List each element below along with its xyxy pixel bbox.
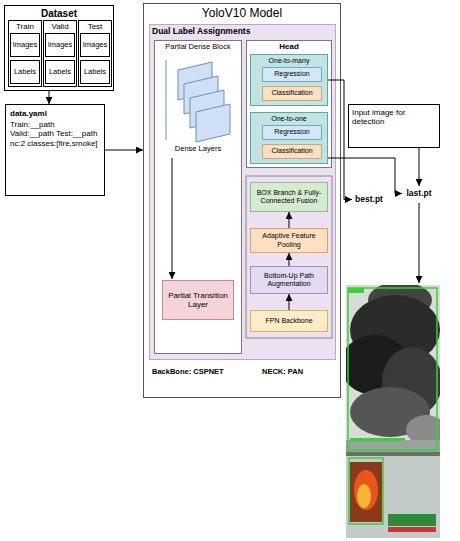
node-title: Regression	[264, 70, 320, 78]
config-file-box: data.yamlTrain:__path Valid:__path Test:…	[5, 104, 105, 196]
input-box: Input image for detection	[348, 104, 440, 148]
labels-box: Labels	[10, 60, 40, 84]
classification-box: Classification	[262, 86, 322, 101]
split-column: TestImagesLabels	[78, 20, 112, 87]
node-title: Labels	[82, 68, 108, 77]
regression-box: Regression	[262, 125, 322, 140]
node-title: Train	[10, 22, 40, 31]
transition-box: Partial Transition Layer	[162, 280, 234, 320]
node-title: Bottom-Up Path Augmentation	[253, 272, 325, 288]
flow-arrow	[419, 148, 420, 186]
node-title: last.pt	[403, 189, 435, 199]
pooling-box: Adaptive Feature Pooling	[250, 228, 328, 253]
node-title: Classification	[264, 147, 320, 155]
flow-arrow	[289, 212, 290, 228]
flow-arrow	[172, 158, 173, 279]
node-title: One-to-one	[253, 115, 325, 123]
images-box: Images	[45, 33, 75, 57]
flow-arrow	[49, 91, 50, 104]
node-title: Input image for detection	[352, 108, 436, 126]
weights-file: best.pt	[352, 192, 386, 207]
augmentation-box: Bottom-Up Path Augmentation	[250, 266, 328, 294]
node-title: Dataset	[7, 8, 111, 20]
model-panel: YoloV10 ModelDual Label AssignmentsParti…	[143, 3, 341, 398]
detection-photo	[346, 285, 440, 538]
assignment-panel: Dual Label AssignmentsPartial Dense Bloc…	[149, 24, 336, 360]
split-column: TrainImagesLabels	[8, 20, 42, 87]
node-title: YoloV10 Model	[147, 7, 337, 21]
node-title: Labels	[47, 68, 73, 77]
node-title: best.pt	[353, 195, 385, 205]
node-title: One-to-many	[253, 57, 325, 65]
node-title: Test	[80, 22, 110, 31]
node-title: Dual Label Assignments	[152, 27, 333, 37]
dataset-box: DatasetTrainImagesLabelsValidImagesLabel…	[4, 5, 114, 91]
node-title: Images	[82, 41, 108, 50]
node-title: Partial Dense Block	[157, 43, 239, 52]
section-label: BackBone: CSPNET	[152, 368, 224, 377]
node-title: Images	[12, 41, 38, 50]
node-title: Adaptive Feature Pooling	[253, 232, 325, 248]
fpn-box: FPN Backbone	[250, 310, 328, 332]
node-body: Dense Layers	[157, 145, 239, 154]
flow-arrow	[289, 294, 290, 310]
images-box: Images	[80, 33, 110, 57]
labels-box: Labels	[80, 60, 110, 84]
node-title: Images	[47, 41, 73, 50]
node-title: BOX Branch & Fully-Connected Fusion	[253, 189, 325, 205]
labels-box: Labels	[45, 60, 75, 84]
node-title: Labels	[12, 68, 38, 77]
flow-arrow	[105, 150, 143, 151]
node-title: FPN Backbone	[253, 317, 325, 325]
output-arrow	[419, 203, 420, 283]
fusion-box: BOX Branch & Fully-Connected Fusion	[250, 182, 328, 212]
flow-arrow	[289, 253, 290, 266]
node-title: Classification	[264, 89, 320, 97]
node-body: Train:__path Valid:__path Test:__path nc…	[10, 120, 100, 148]
node-title: Regression	[264, 128, 320, 136]
section-label: NECK: PAN	[262, 368, 303, 377]
node-title: Partial Transition Layer	[165, 291, 231, 309]
weights-file: last.pt	[402, 186, 436, 201]
one-to-many-box: One-to-manyRegressionClassification	[250, 54, 328, 106]
node-title: Valid	[45, 22, 75, 31]
node-title: data.yaml	[10, 109, 100, 118]
node-title: Head	[248, 42, 330, 51]
regression-box: Regression	[262, 67, 322, 82]
head-box: HeadOne-to-manyRegressionClassificationO…	[246, 40, 332, 168]
images-box: Images	[10, 33, 40, 57]
one-to-one-box: One-to-oneRegressionClassification	[250, 112, 328, 164]
split-column: ValidImagesLabels	[43, 20, 77, 87]
classification-box: Classification	[262, 144, 322, 159]
